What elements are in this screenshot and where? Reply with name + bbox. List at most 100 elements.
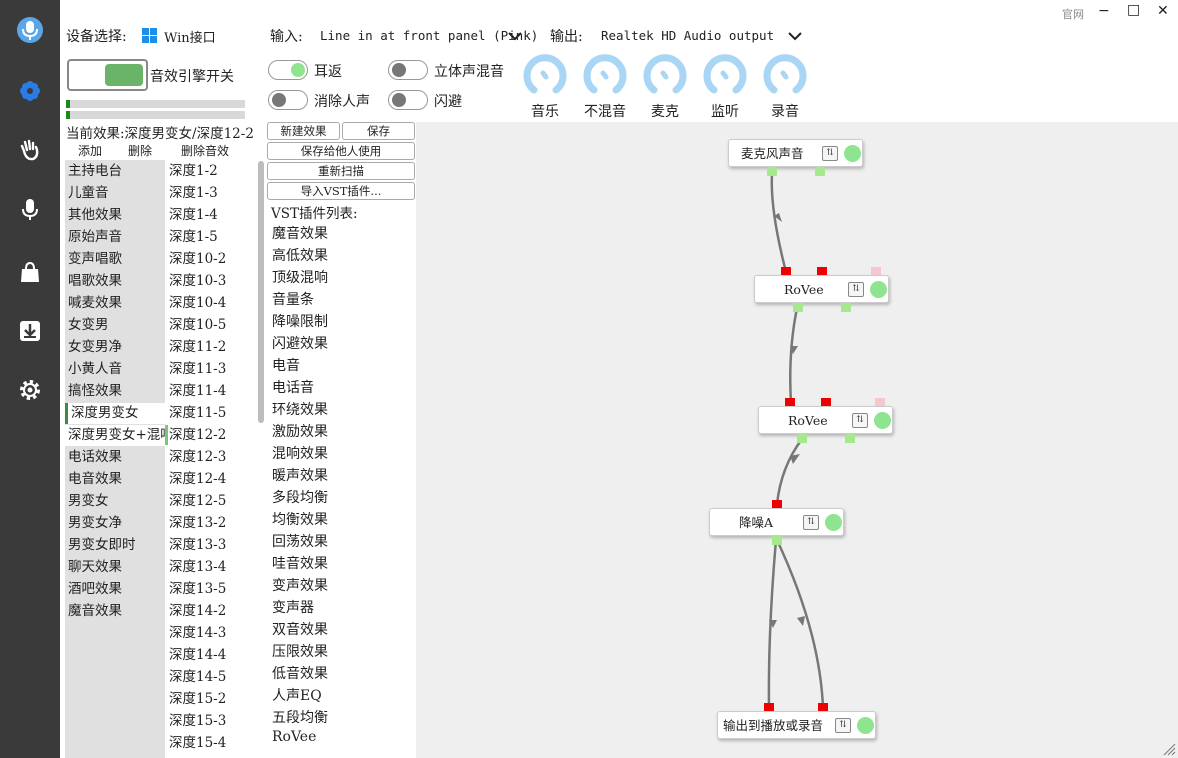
category-list-item[interactable]: 男变女即时	[65, 535, 165, 556]
vst-plugin-item[interactable]: 均衡效果	[272, 512, 328, 528]
monitor-toggle[interactable]	[268, 60, 308, 80]
vst-plugin-item[interactable]: 变声器	[272, 600, 314, 616]
rovee2-node-eq-icon[interactable]: ⇅	[852, 413, 868, 428]
official-site-link[interactable]: 官网	[1062, 8, 1084, 21]
category-list-item[interactable]: 原始声音	[65, 227, 165, 248]
denoise-node[interactable]: 降噪A ⇅	[709, 508, 844, 536]
output-input-port-left[interactable]	[764, 703, 774, 712]
output-node-eq-icon[interactable]: ⇅	[835, 718, 851, 733]
vst-plugin-item[interactable]: 顶级混响	[272, 270, 328, 286]
new-effect-button[interactable]: 新建效果	[267, 122, 340, 140]
rovee1-node-status-icon[interactable]	[870, 281, 887, 298]
preset-list-item[interactable]: 深度14-4	[169, 647, 227, 663]
vst-plugin-item[interactable]: 激励效果	[272, 424, 328, 440]
preset-list-item[interactable]: 深度12-4	[169, 471, 227, 487]
output-node[interactable]: 输出到播放或录音 ⇅	[717, 711, 876, 739]
output-node-status-icon[interactable]	[857, 717, 874, 734]
rovee1-node-eq-icon[interactable]: ⇅	[848, 282, 864, 297]
category-list-item[interactable]: 聊天效果	[65, 557, 165, 578]
mic-node-eq-icon[interactable]: ⇅	[822, 146, 838, 161]
preset-list-item[interactable]: 深度13-2	[169, 515, 227, 531]
category-list-item[interactable]: 深度男变女+混响	[65, 425, 165, 446]
rovee2-output-port-left[interactable]	[797, 434, 807, 443]
rovee2-input-port-right[interactable]	[821, 398, 831, 407]
preset-list-item[interactable]: 深度13-4	[169, 559, 227, 575]
preset-list-item[interactable]: 深度12-3	[169, 449, 227, 465]
settings-gear-icon[interactable]	[16, 376, 44, 404]
delete-effect-button[interactable]: 删除音效	[181, 144, 230, 158]
category-list-item[interactable]: 喊麦效果	[65, 293, 165, 314]
category-list-item[interactable]: 酒吧效果	[65, 579, 165, 600]
vst-plugin-item[interactable]: 电话音	[272, 380, 314, 396]
engine-switch[interactable]	[67, 59, 148, 91]
rovee1-input-port-left[interactable]	[781, 267, 791, 276]
rovee2-input-port-left[interactable]	[785, 398, 795, 407]
mic-output-port-left[interactable]	[767, 167, 777, 176]
vst-plugin-item[interactable]: 闪避效果	[272, 336, 328, 352]
preset-list-item[interactable]: 深度11-3	[169, 361, 227, 377]
delete-button[interactable]: 删除	[128, 144, 153, 158]
preset-list-item[interactable]: 深度10-4	[169, 295, 227, 311]
preset-list-item[interactable]: 深度11-2	[169, 339, 227, 355]
category-list-item[interactable]: 电话效果	[65, 447, 165, 468]
vst-plugin-item[interactable]: 双音效果	[272, 622, 328, 638]
vst-plugin-item[interactable]: 魔音效果	[272, 226, 328, 242]
preset-list-item[interactable]: 深度1-2	[169, 163, 218, 179]
vst-plugin-item[interactable]: 电音	[272, 358, 300, 374]
category-list-item[interactable]: 儿童音	[65, 183, 165, 204]
preset-list-item[interactable]: 深度1-4	[169, 207, 218, 223]
vst-plugin-item[interactable]: RoVee	[272, 729, 317, 745]
denoise-node-status-icon[interactable]	[825, 514, 842, 531]
microphone-logo-icon[interactable]	[16, 16, 44, 44]
input-chevron-down-icon[interactable]	[508, 30, 522, 45]
output-input-port-right[interactable]	[818, 703, 828, 712]
save-share-button[interactable]: 保存给他人使用	[267, 142, 415, 160]
vst-plugin-item[interactable]: 环绕效果	[272, 402, 328, 418]
vst-plugin-item[interactable]: 哇音效果	[272, 556, 328, 572]
vst-plugin-item[interactable]: 暖声效果	[272, 468, 328, 484]
hand-wave-icon[interactable]	[16, 136, 44, 164]
category-list-item[interactable]: 魔音效果	[65, 601, 165, 622]
denoise-output-port[interactable]	[772, 536, 782, 545]
vst-plugin-item[interactable]: 五段均衡	[272, 710, 328, 726]
add-button[interactable]: 添加	[78, 144, 103, 158]
import-vst-button[interactable]: 导入VST插件...	[267, 182, 415, 200]
vst-plugin-item[interactable]: 混响效果	[272, 446, 328, 462]
preset-list-item[interactable]: 深度14-5	[169, 669, 227, 685]
category-list-item[interactable]: 变声唱歌	[65, 249, 165, 270]
vst-plugin-item[interactable]: 音量条	[272, 292, 314, 308]
flower-effects-icon[interactable]	[16, 77, 44, 105]
vst-plugin-item[interactable]: 人声EQ	[272, 688, 322, 704]
category-list-item[interactable]: 电音效果	[65, 469, 165, 490]
vst-plugin-item[interactable]: 多段均衡	[272, 490, 328, 506]
volume-dial-3[interactable]	[642, 52, 688, 98]
category-list-item[interactable]: 小黄人音	[65, 359, 165, 380]
shopping-bag-icon[interactable]	[16, 258, 44, 286]
device-driver[interactable]: Win接口	[164, 31, 216, 46]
rescan-button[interactable]: 重新扫描	[267, 162, 415, 180]
remove-vocal-toggle[interactable]	[268, 90, 308, 110]
vst-plugin-item[interactable]: 回荡效果	[272, 534, 328, 550]
rovee1-input-port-right[interactable]	[817, 267, 827, 276]
preset-list-item[interactable]: 深度15-4	[169, 735, 227, 751]
preset-list-item[interactable]: 深度12-5	[169, 493, 227, 509]
close-button[interactable]: ✕	[1157, 3, 1169, 19]
category-list-item[interactable]: 唱歌效果	[65, 271, 165, 292]
mic-source-node[interactable]: 麦克风声音 ⇅	[728, 139, 863, 167]
mic-output-port-right[interactable]	[815, 167, 825, 176]
minimize-button[interactable]: −	[1098, 3, 1110, 19]
category-list-item[interactable]: 主持电台	[65, 161, 165, 182]
preset-list-item[interactable]: 深度13-3	[169, 537, 227, 553]
vst-plugin-item[interactable]: 变声效果	[272, 578, 328, 594]
preset-list-item[interactable]: 深度11-5	[169, 405, 227, 421]
rovee2-output-port-right[interactable]	[845, 434, 855, 443]
output-device-select[interactable]: Realtek HD Audio output	[601, 28, 775, 43]
denoise-input-port[interactable]	[772, 500, 782, 509]
category-list-item[interactable]: 其他效果	[65, 205, 165, 226]
rovee2-node-status-icon[interactable]	[874, 412, 891, 429]
effect-graph-canvas[interactable]: 麦克风声音 ⇅ RoVee ⇅ RoVee ⇅ 降噪A ⇅ 输出到播放或录音 ⇅	[416, 122, 1178, 758]
microphone-icon[interactable]	[16, 196, 44, 224]
volume-dial-5[interactable]	[762, 52, 808, 98]
maximize-button[interactable]: □	[1127, 2, 1141, 18]
vst-plugin-item[interactable]: 压限效果	[272, 644, 328, 660]
